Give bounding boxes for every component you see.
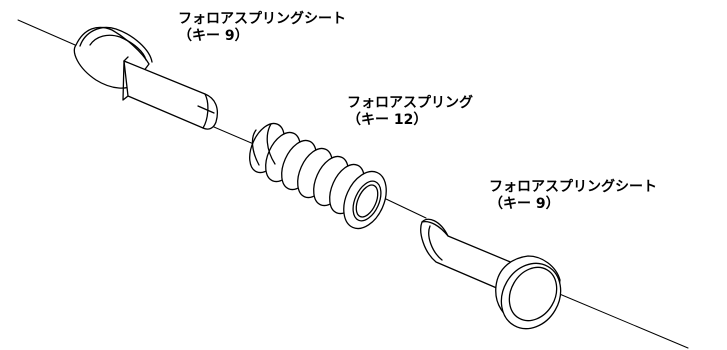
top-spring-seat-key: （キー 9） (178, 28, 249, 44)
bottom-spring-seat (420, 218, 562, 330)
bottom-spring-seat-name: フォロアスプリングシート (489, 179, 657, 195)
spring-key: （キー 12） (347, 112, 428, 128)
bottom-spring-seat-label: フォロアスプリングシート （キー 9） (489, 179, 657, 213)
top-spring-seat-name: フォロアスプリングシート (178, 11, 346, 27)
follower-spring (249, 122, 387, 230)
bottom-spring-seat-key: （キー 9） (489, 196, 560, 212)
spring-name: フォロアスプリング (347, 95, 473, 111)
spring-label: フォロアスプリング （キー 12） (347, 95, 473, 129)
top-spring-seat (73, 26, 219, 130)
axis-line (17, 19, 689, 349)
top-spring-seat-label: フォロアスプリングシート （キー 9） (178, 11, 346, 45)
